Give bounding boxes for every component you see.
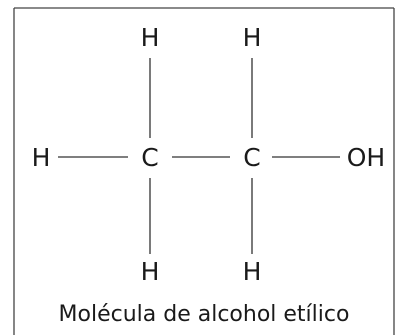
atom-h-bottom-1: H xyxy=(141,257,160,286)
atom-h-bottom-2: H xyxy=(243,257,262,286)
bonds xyxy=(58,58,340,254)
atoms: H H H C C OH H H xyxy=(32,23,386,286)
atom-hydroxyl: OH xyxy=(347,143,385,172)
atom-h-top-2: H xyxy=(243,23,262,52)
atom-carbon-2: C xyxy=(243,143,260,172)
diagram-frame xyxy=(13,7,395,335)
atom-carbon-1: C xyxy=(141,143,158,172)
diagram-caption: Molécula de alcohol etílico xyxy=(59,302,350,327)
atom-h-top-1: H xyxy=(141,23,160,52)
atom-h-left: H xyxy=(32,143,51,172)
